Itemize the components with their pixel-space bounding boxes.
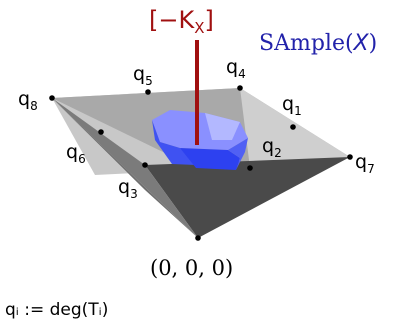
label-q5: q5	[133, 63, 153, 88]
sample-polytope	[152, 110, 248, 170]
label-q3: q3	[118, 176, 138, 201]
point-q6	[98, 129, 104, 135]
cone-face-front-dark	[145, 157, 350, 238]
point-origin	[195, 235, 201, 241]
point-q4	[237, 85, 243, 91]
point-q3	[142, 162, 148, 168]
label-q2: q2	[262, 135, 282, 160]
anticanonical-label: [−KX]	[149, 6, 214, 37]
label-q7: q7	[355, 151, 375, 176]
point-q7	[347, 154, 353, 160]
sample-polytope-mid	[180, 148, 240, 170]
origin-label: (0, 0, 0)	[150, 256, 233, 280]
degree-definition: qᵢ := deg(Tᵢ)	[5, 300, 109, 320]
label-q6: q6	[66, 141, 86, 166]
point-q2	[247, 165, 253, 171]
point-q5	[145, 89, 151, 95]
sample-polytope-highlight	[205, 113, 240, 140]
lattice-points	[49, 85, 353, 241]
label-q8: q8	[18, 88, 38, 113]
label-q1: q1	[282, 93, 302, 118]
point-q1	[290, 124, 296, 130]
cone-face-front-left	[52, 98, 198, 238]
sample-label: SAmple(X)	[259, 31, 377, 56]
point-q8	[49, 95, 55, 101]
label-q4: q4	[226, 56, 246, 81]
sample-polytope-right	[228, 138, 248, 170]
